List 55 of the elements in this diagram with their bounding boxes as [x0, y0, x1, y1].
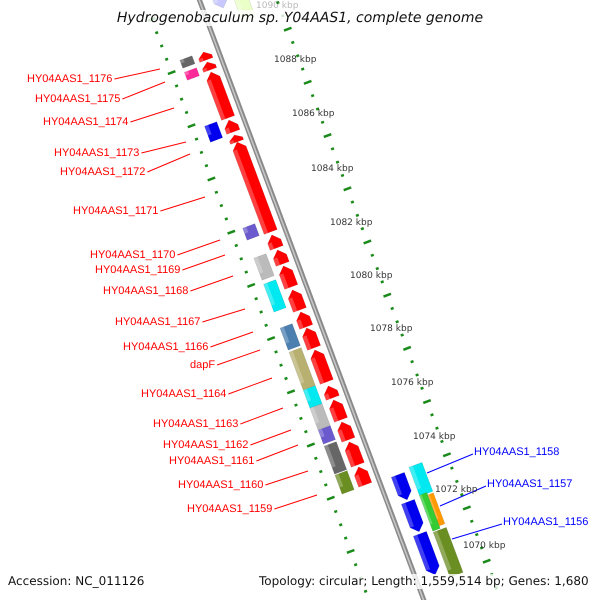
- gene-label: HY04AAS1_1168: [103, 284, 188, 298]
- gene-label: HY04AAS1_1167: [115, 316, 200, 328]
- gene-label: HY04AAS1_1158: [474, 446, 560, 458]
- leader-line: [210, 332, 254, 348]
- leader-line: [182, 254, 226, 270]
- leader-line: [240, 408, 284, 424]
- leader-line: [160, 196, 206, 212]
- leader-line: [452, 524, 502, 540]
- leader-line: [190, 276, 234, 292]
- gene-label: HY04AAS1_1172: [60, 166, 146, 178]
- info-text: Topology: circular; Length: 1,559,514 bp; Genes: 1,680: [259, 574, 589, 589]
- gene-label: HY04AAS1_1173: [54, 146, 140, 160]
- gene-label: HY04AAS1_1176: [27, 72, 112, 86]
- leader-line: [146, 154, 190, 172]
- gene-label: HY04AAS1_1159: [187, 502, 272, 516]
- gene-label: HY04AAS1_1163: [153, 418, 238, 430]
- leader-line: [250, 430, 292, 446]
- gene-label: HY04AAS1_1156: [503, 516, 588, 528]
- gene-label: HY04AAS1_1160: [178, 478, 264, 492]
- leader-line: [216, 350, 260, 366]
- gene-label: HY04AAS1_1162: [163, 438, 248, 452]
- info-text: Accession: NC_011126: [8, 574, 144, 589]
- gene-label: HY04AAS1_1161: [169, 454, 254, 468]
- leader-line: [122, 82, 166, 100]
- gene-label: HY04AAS1_1175: [35, 92, 120, 106]
- scale-label: 1072 kbp: [435, 485, 478, 496]
- scale-label: 1084 kbp: [311, 164, 354, 175]
- leader-line: [202, 308, 246, 322]
- leader-line: [264, 470, 308, 486]
- gene-label: dapF: [190, 358, 216, 372]
- scale-label: 1078 kbp: [370, 324, 412, 335]
- gene-label: HY04AAS1_1164: [141, 388, 226, 400]
- scale-label: 1086 kbp: [292, 109, 334, 120]
- gene-label: HY04AAS1_1166: [123, 340, 208, 354]
- leader-line: [426, 454, 474, 474]
- scale-label: 1074 kbp: [413, 432, 456, 443]
- gene-label: HY04AAS1_1170: [90, 248, 176, 262]
- scale-label: 1082 kbp: [330, 218, 372, 229]
- leader-line: [256, 444, 298, 462]
- gene-label: HY04AAS1_1169: [95, 264, 180, 276]
- leader-line: [114, 68, 160, 80]
- gene-label: HY04AAS1_1171: [73, 204, 158, 218]
- leader-line: [440, 486, 486, 506]
- scale-label: 1080 kbp: [350, 271, 392, 282]
- scale-label: 1070 kbp: [463, 541, 506, 552]
- leader-line: [130, 108, 174, 122]
- leader-line: [140, 142, 186, 154]
- scale-label: 1088 kbp: [274, 55, 316, 66]
- leader-line: [228, 378, 272, 394]
- gene-label: HY04AAS1_1157: [487, 478, 572, 490]
- scale-label: 1090 kbp: [256, 1, 298, 12]
- leader-line: [274, 494, 318, 510]
- scale-label: 1076 kbp: [391, 378, 434, 389]
- gene-label: HY04AAS1_1174: [43, 116, 128, 128]
- leader-line: [176, 240, 220, 256]
